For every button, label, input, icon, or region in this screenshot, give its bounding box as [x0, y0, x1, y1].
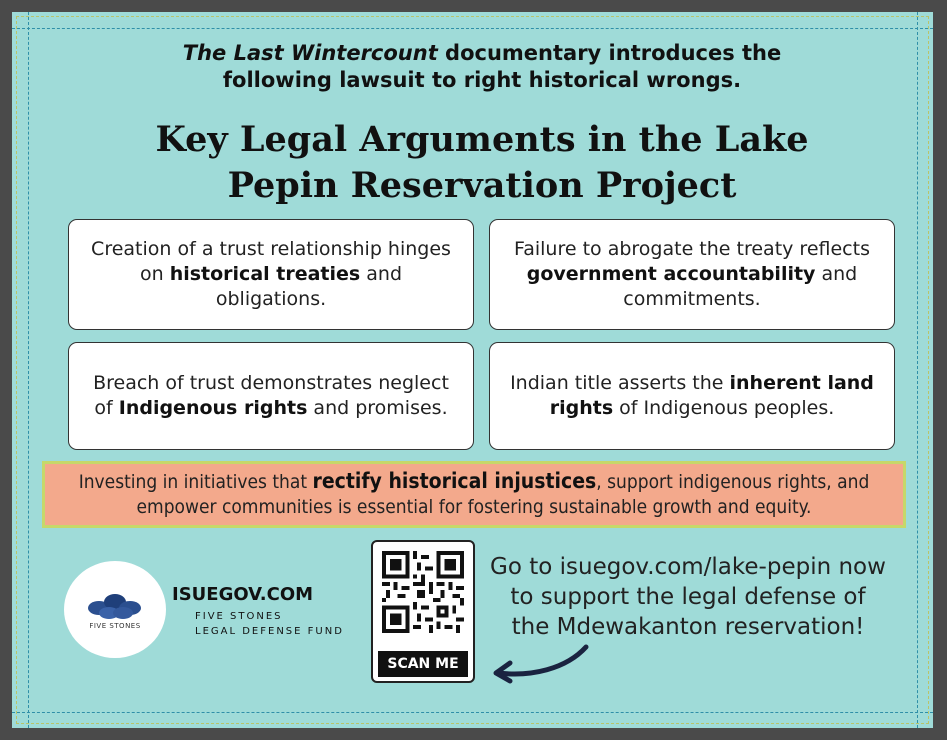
argument-card-breach-of-trust: Breach of trust demonstrates neglect of …: [68, 342, 474, 450]
argument-text-part: Creation of a trust relationship hinges …: [91, 238, 451, 285]
curved-arrow-icon: [493, 644, 589, 684]
scan-me-label: SCAN ME: [378, 651, 468, 677]
argument-text: Creation of a trust relationship hinges …: [85, 237, 457, 312]
banner-text-part: , support indigenous rights, and empower…: [136, 471, 870, 518]
argument-text-part: Failure to abrogate the treaty reflects: [514, 238, 870, 260]
qr-code-card[interactable]: SCAN ME: [371, 540, 475, 683]
banner-text: Investing in initiatives that rectify hi…: [55, 469, 893, 520]
investment-banner: Investing in initiatives that rectify hi…: [42, 461, 906, 528]
argument-text: Failure to abrogate the treaty reflects …: [506, 237, 878, 312]
guide-line: [917, 12, 918, 728]
title-line-1: Key Legal Arguments in the Lake: [155, 119, 809, 160]
fund-line-1: FIVE STONES: [195, 611, 283, 622]
argument-text-part: and commitments.: [623, 263, 858, 310]
guide-line: [12, 28, 933, 29]
flyer-card: The Last Wintercount documentary introdu…: [12, 12, 933, 728]
argument-emphasis: historical treaties: [169, 263, 361, 285]
argument-text-part: of Indigenous peoples.: [613, 397, 835, 419]
print-bleed-guide: [16, 16, 929, 724]
argument-card-indian-title: Indian title asserts the inherent land r…: [489, 342, 895, 450]
argument-text-part: Indian title asserts the: [510, 372, 730, 394]
five-stones-logo-icon: [88, 593, 141, 619]
argument-card-trust-relationship: Creation of a trust relationship hinges …: [68, 219, 474, 330]
fund-line-2: LEGAL DEFENSE FUND: [195, 626, 344, 637]
banner-text-part: Investing in initiatives that: [78, 471, 313, 493]
argument-text-part: and promises.: [307, 397, 448, 419]
documentary-title: The Last Wintercount: [182, 41, 438, 65]
argument-text: Breach of trust demonstrates neglect of …: [85, 371, 457, 421]
argument-emphasis: Indigenous rights: [118, 397, 308, 419]
intro-line-2: following lawsuit to right historical wr…: [222, 68, 742, 92]
logo-caption: FIVE STONES: [89, 621, 141, 630]
five-stones-logo: FIVE STONES: [64, 561, 166, 658]
qr-code-icon[interactable]: [382, 551, 464, 633]
argument-card-abrogate-treaty: Failure to abrogate the treaty reflects …: [489, 219, 895, 330]
banner-emphasis: rectify historical injustices: [312, 469, 597, 493]
title-line-2: Pepin Reservation Project: [227, 165, 737, 206]
call-to-action-text: Go to isuegov.com/lake-pepin now to supp…: [490, 554, 886, 640]
argument-emphasis: inherent land rights: [549, 372, 874, 419]
intro-line-1: documentary introduces the: [437, 41, 782, 65]
page-title: Key Legal Arguments in the Lake Pepin Re…: [52, 117, 912, 209]
website-label: ISUEGOV.COM: [172, 584, 314, 605]
argument-emphasis: government accountability: [526, 263, 816, 285]
argument-text: Indian title asserts the inherent land r…: [506, 371, 878, 421]
guide-line: [12, 712, 933, 713]
argument-text-part: Breach of trust demonstrates neglect of: [93, 372, 449, 419]
fund-name: FIVE STONES LEGAL DEFENSE FUND: [195, 609, 375, 639]
guide-line: [28, 12, 29, 728]
intro-text: The Last Wintercount documentary introdu…: [72, 40, 892, 94]
argument-text-part: and obligations.: [215, 263, 403, 310]
